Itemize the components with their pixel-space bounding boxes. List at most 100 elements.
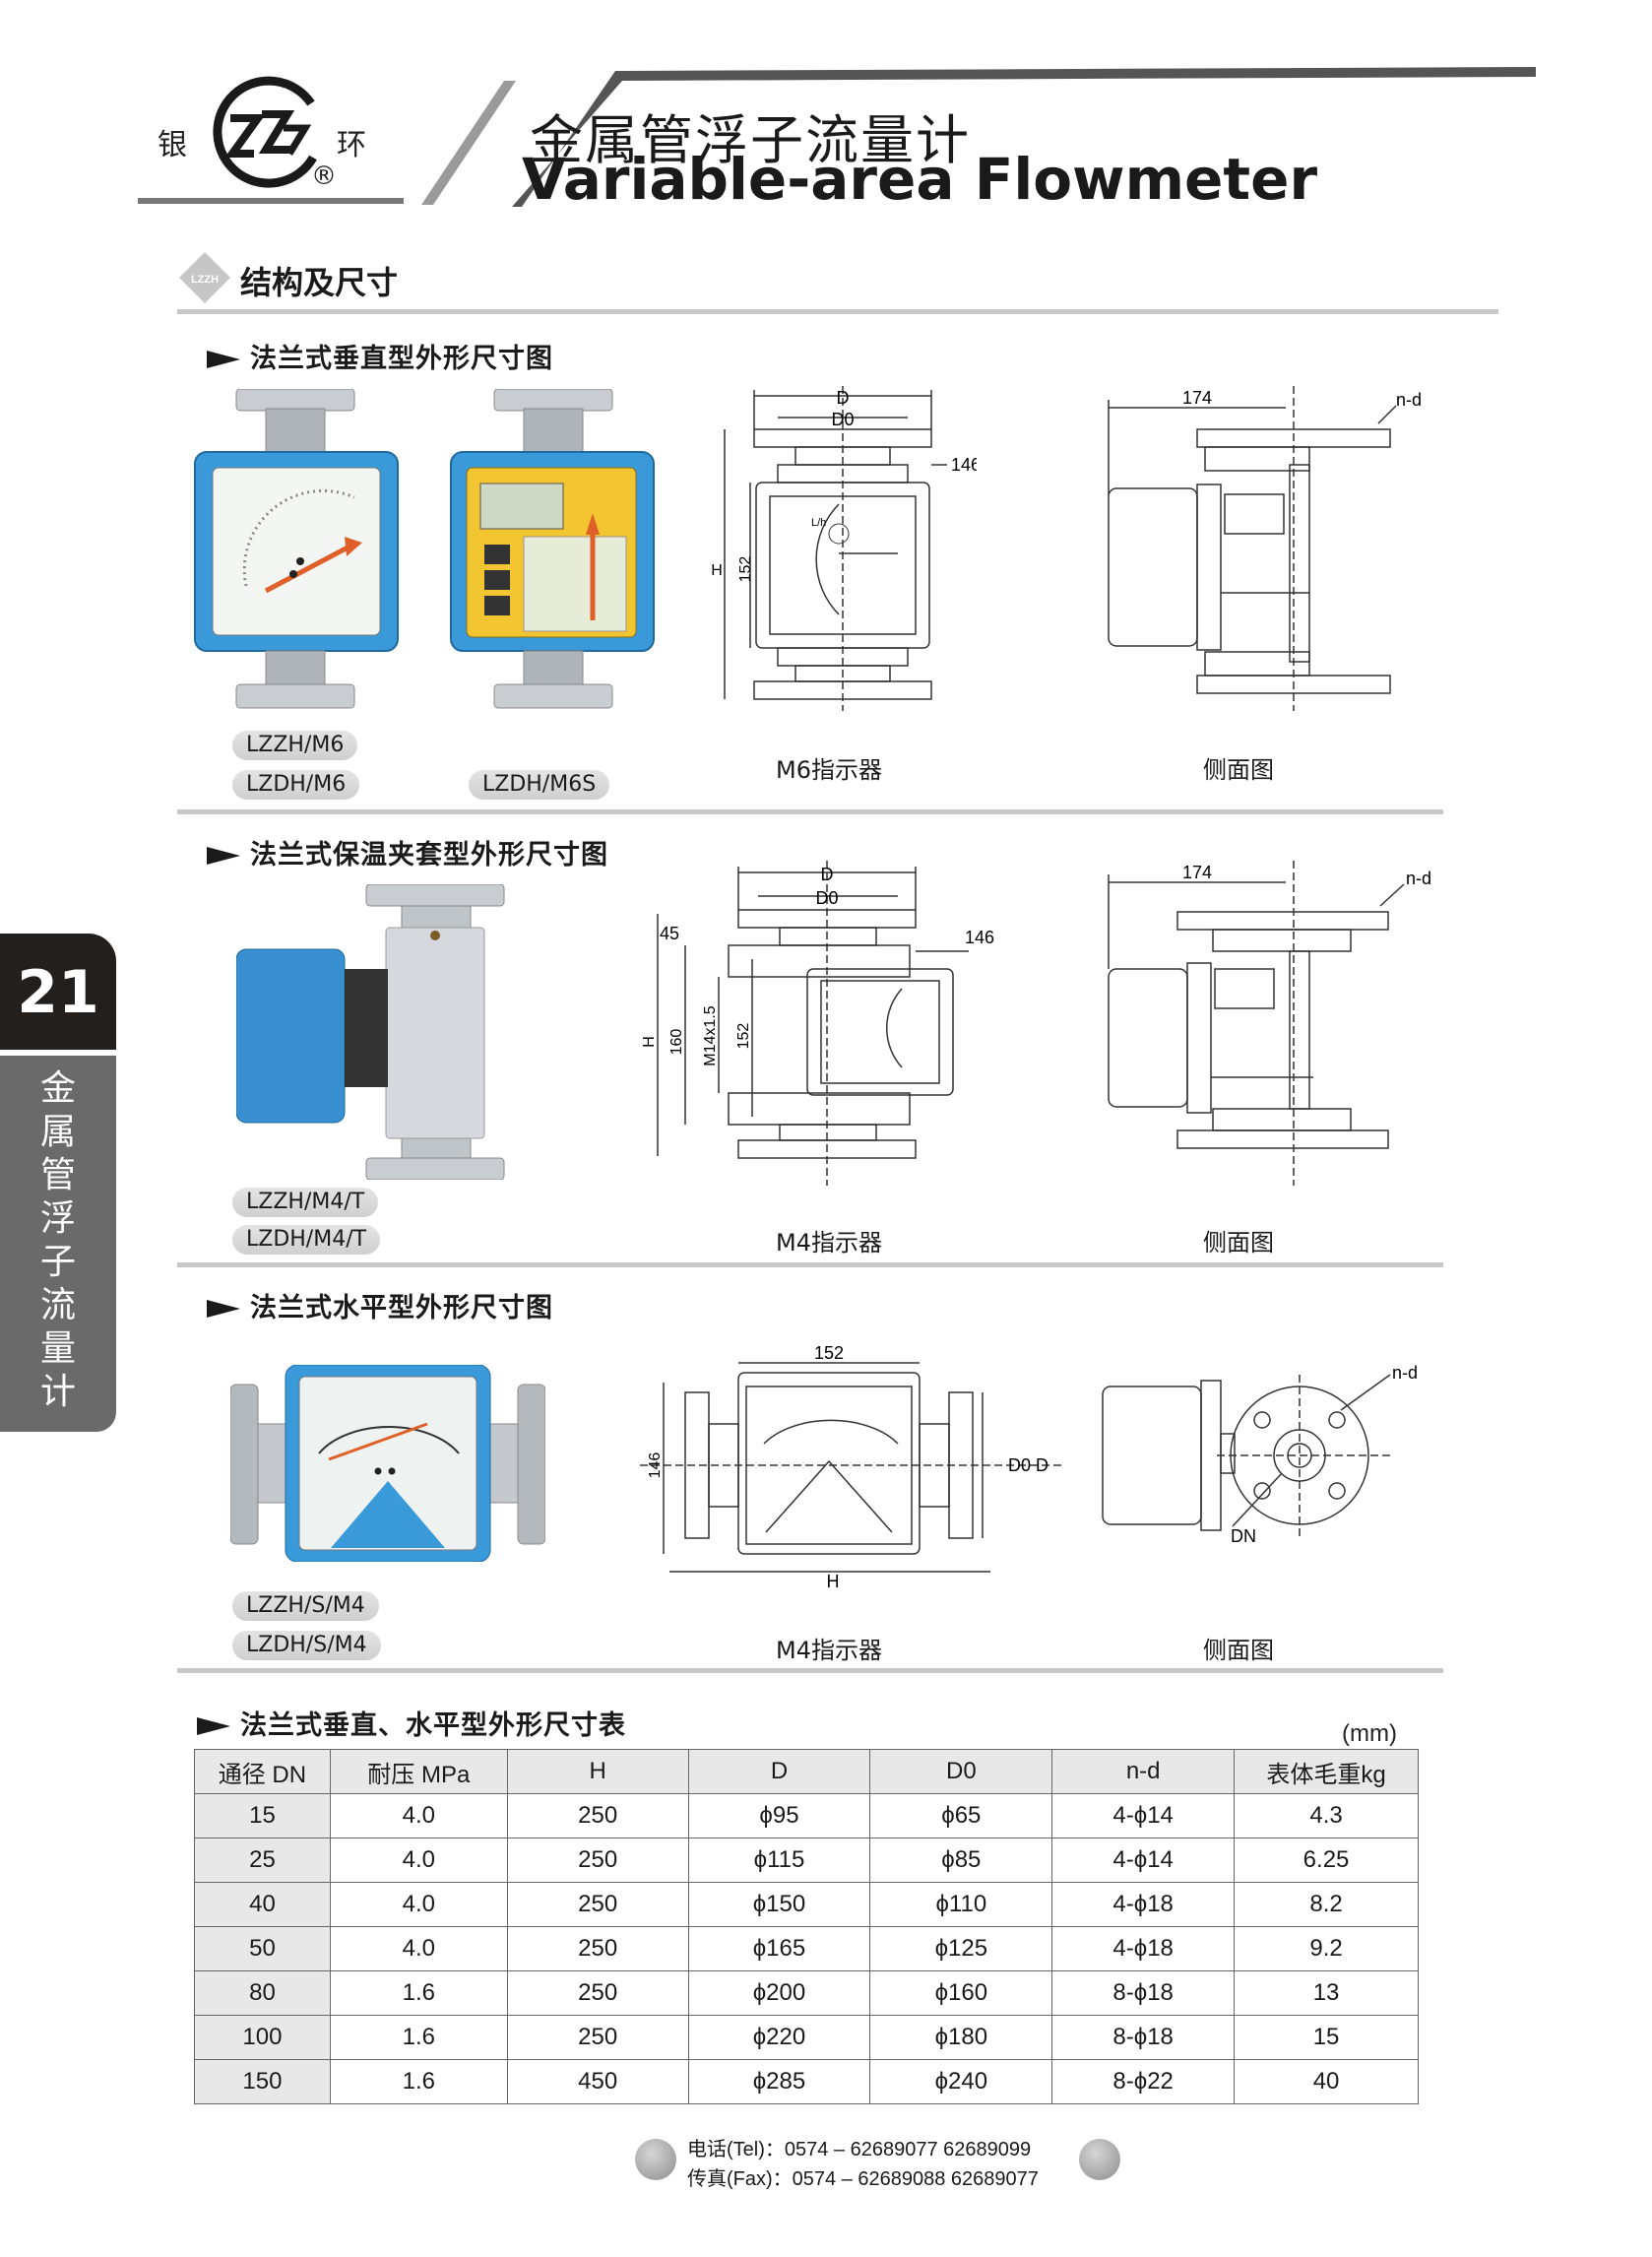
- model-label: LZDH/M6: [232, 770, 360, 800]
- caption-s-m4-front: M4指示器: [776, 1637, 882, 1664]
- table-cell: 450: [506, 2059, 689, 2104]
- svg-text:146: 146: [965, 928, 994, 947]
- table-cell: 15: [1234, 2015, 1419, 2060]
- table-cell: 6.25: [1234, 1838, 1419, 1883]
- section-badge-icon: LZZH: [179, 252, 230, 303]
- svg-text:D: D: [821, 865, 834, 884]
- part-divider: [177, 1668, 1443, 1673]
- table-header-cell: 耐压 MPa: [329, 1749, 508, 1794]
- table-row: 80 1.6 250 ϕ200 ϕ160 8-ϕ18 13: [194, 1970, 1419, 2016]
- model-label: LZDH/M6S: [469, 770, 610, 800]
- arrow-right-icon: [207, 351, 240, 368]
- table-header-cell: D0: [869, 1749, 1053, 1794]
- part-divider: [177, 809, 1443, 814]
- svg-text:45: 45: [660, 924, 679, 943]
- drawing-m4-t-side: 174 n-d: [1108, 861, 1431, 1186]
- svg-text:146: 146: [647, 1452, 664, 1479]
- svg-text:LZZH: LZZH: [191, 274, 219, 286]
- part-vertical-title: 法兰式垂直型外形尺寸图: [207, 337, 553, 375]
- product-photo-m6: [194, 389, 399, 709]
- table-cell: 4.0: [329, 1882, 508, 1927]
- footer-fax: 传真(Fax)：0574 – 62689088 62689077: [687, 2168, 1039, 2190]
- table-header-cell: 表体毛重kg: [1234, 1749, 1419, 1794]
- side-tab-char: 管: [39, 1155, 76, 1195]
- svg-text:H: H: [711, 562, 723, 579]
- product-photo-s-m4: [230, 1365, 545, 1562]
- table-cell: ϕ160: [869, 1970, 1053, 2016]
- brand-char-right: 环: [337, 128, 366, 162]
- table-cell: 40: [194, 1882, 331, 1927]
- table-cell: 4-ϕ18: [1051, 1926, 1236, 1971]
- side-category-tab: 金 属 管 浮 子 流 量 计: [0, 1056, 116, 1432]
- svg-text:D0 D: D0 D: [1008, 1455, 1048, 1475]
- table-cell: 1.6: [329, 2059, 508, 2104]
- table-row: 50 4.0 250 ϕ165 ϕ125 4-ϕ18 9.2: [194, 1926, 1419, 1971]
- svg-text:n-d: n-d: [1406, 869, 1431, 888]
- product-photo-m4-t: [236, 884, 505, 1180]
- side-tab-char: 量: [39, 1328, 76, 1369]
- caption-m4-t-front: M4指示器: [776, 1229, 882, 1257]
- dimensions-table: 通径 DN 耐压 MPa H D D0 n-d 表体毛重kg 15 4.0 25…: [194, 1749, 1419, 2104]
- svg-text:174: 174: [1182, 388, 1212, 408]
- table-cell: 250: [506, 1970, 689, 2016]
- page-title-en: Variable-area Flowmeter: [522, 146, 1318, 213]
- table-unit: (mm): [1342, 1720, 1397, 1747]
- svg-text:n-d: n-d: [1396, 390, 1422, 410]
- svg-text:152: 152: [814, 1345, 844, 1363]
- model-label: LZZH/M4/T: [232, 1188, 379, 1217]
- table-cell: 1.6: [329, 1970, 508, 2016]
- table-cell: 25: [194, 1838, 331, 1883]
- model-label: LZZH/S/M4: [232, 1591, 379, 1621]
- caption-m6-side: 侧面图: [1203, 756, 1274, 784]
- svg-text:146: 146: [951, 455, 977, 475]
- table-cell: ϕ150: [687, 1882, 871, 1927]
- model-label: LZDH/S/M4: [232, 1631, 381, 1660]
- table-header-cell: D: [687, 1749, 871, 1794]
- table-header-cell: H: [506, 1749, 689, 1794]
- svg-text:174: 174: [1182, 863, 1212, 882]
- table-cell: ϕ165: [687, 1926, 871, 1971]
- model-label: LZDH/M4/T: [232, 1225, 381, 1255]
- table-cell: 4.0: [329, 1793, 508, 1838]
- table-cell: 80: [194, 1970, 331, 2016]
- drawing-m6-front: D D0 H 152 146 L/h: [711, 386, 977, 711]
- table-header-cell: 通径 DN: [194, 1749, 331, 1794]
- table-cell: ϕ65: [869, 1793, 1053, 1838]
- svg-text:M14x1.5: M14x1.5: [702, 1005, 719, 1065]
- svg-text:n-d: n-d: [1392, 1365, 1418, 1383]
- page-title-cn: 金属管浮子流量计: [530, 109, 971, 171]
- table-cell: 250: [506, 1882, 689, 1927]
- table-cell: 250: [506, 1838, 689, 1883]
- table-cell: ϕ240: [869, 2059, 1053, 2104]
- table-cell: 250: [506, 1926, 689, 1971]
- page-number-tab: 21: [0, 934, 116, 1050]
- table-cell: ϕ125: [869, 1926, 1053, 1971]
- table-row: 15 4.0 250 ϕ95 ϕ65 4-ϕ14 4.3: [194, 1793, 1419, 1838]
- table-row: 150 1.6 450 ϕ285 ϕ240 8-ϕ22 40: [194, 2059, 1419, 2104]
- footer-tel: 电话(Tel)：0574 – 62689077 62689099: [687, 2139, 1032, 2160]
- footer-dot-icon: [635, 2139, 676, 2180]
- table-row: 25 4.0 250 ϕ115 ϕ85 4-ϕ14 6.25: [194, 1838, 1419, 1883]
- table-row: 100 1.6 250 ϕ220 ϕ180 8-ϕ18 15: [194, 2015, 1419, 2060]
- part-divider: [177, 1262, 1443, 1267]
- section-divider: [177, 309, 1498, 314]
- section-title: 结构及尺寸: [240, 264, 399, 301]
- header-decoration: [138, 67, 1536, 207]
- table-cell: ϕ220: [687, 2015, 871, 2060]
- svg-text:D0: D0: [831, 410, 854, 429]
- side-tab-char: 属: [39, 1112, 76, 1152]
- table-cell: ϕ180: [869, 2015, 1053, 2060]
- side-tab-char: 计: [39, 1372, 76, 1412]
- table-cell: 8-ϕ22: [1051, 2059, 1236, 2104]
- table-header-row: 通径 DN 耐压 MPa H D D0 n-d 表体毛重kg: [194, 1749, 1419, 1794]
- brand-char-left: 银: [158, 128, 187, 162]
- table-cell: 8-ϕ18: [1051, 1970, 1236, 2016]
- table-header-cell: n-d: [1051, 1749, 1236, 1794]
- svg-text:152: 152: [737, 556, 754, 583]
- table-cell: 4.3: [1234, 1793, 1419, 1838]
- table-cell: 4.0: [329, 1926, 508, 1971]
- table-cell: 4.0: [329, 1838, 508, 1883]
- table-cell: 4-ϕ14: [1051, 1838, 1236, 1883]
- caption-m4-t-side: 侧面图: [1203, 1229, 1274, 1257]
- table-cell: ϕ200: [687, 1970, 871, 2016]
